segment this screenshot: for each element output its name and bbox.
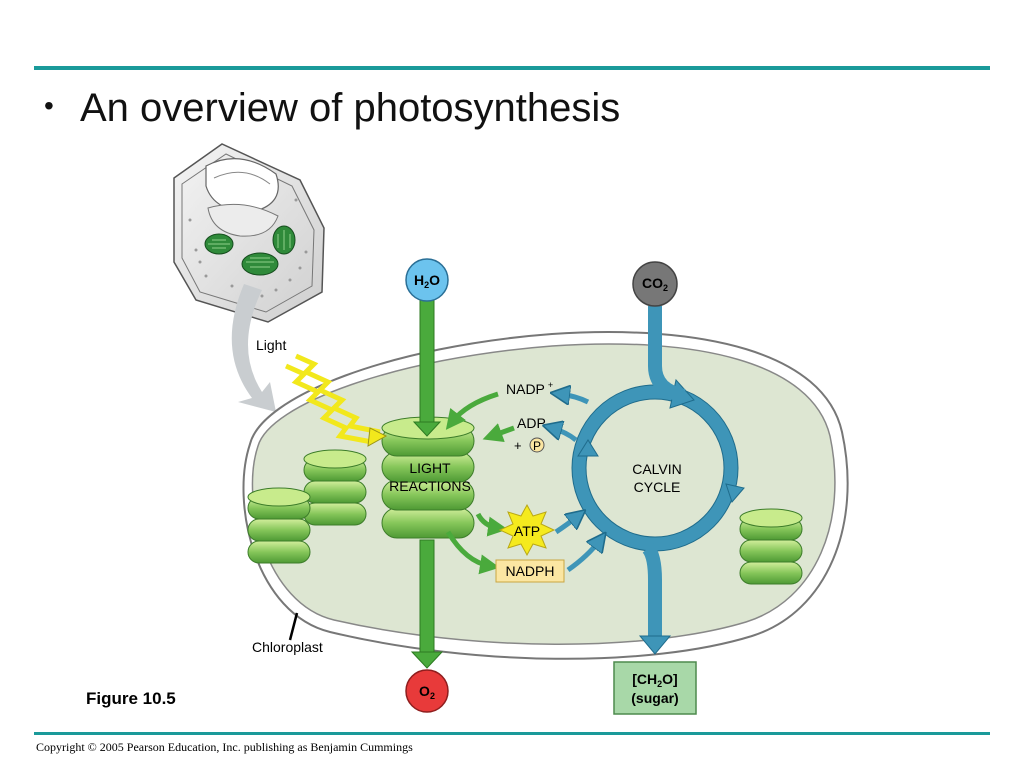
phosphate-circle bbox=[529, 437, 545, 453]
nadp-plus-label: NADP+ bbox=[506, 380, 553, 397]
title-bullet: • bbox=[44, 90, 54, 121]
calvin-to-adp-arrow bbox=[552, 428, 578, 442]
co2-circle bbox=[632, 261, 678, 307]
atp-star bbox=[498, 503, 556, 557]
sugar-formula-label: [CH2O] bbox=[632, 671, 677, 689]
chloroplast-stroma bbox=[251, 343, 836, 645]
adp-to-light-arrow bbox=[482, 423, 515, 442]
slide-title: • An overview of photosynthesis bbox=[44, 86, 620, 131]
h2o-arrowhead bbox=[412, 421, 442, 437]
calvin-cycle-arrowhead-left bbox=[577, 439, 599, 457]
light-to-nadph-arrow bbox=[445, 530, 500, 575]
granum-left-front bbox=[247, 487, 311, 564]
granum-right bbox=[739, 508, 803, 585]
light-reactions-label-line2: REACTIONS bbox=[389, 478, 471, 494]
bottom-rule bbox=[34, 732, 990, 735]
o2-label: O2 bbox=[419, 683, 435, 701]
sugar-output-path bbox=[642, 543, 662, 638]
h2o-circle bbox=[405, 258, 449, 302]
light-to-atp-arrow bbox=[475, 512, 508, 537]
sugar-box bbox=[613, 661, 697, 715]
co2-input-path bbox=[648, 306, 686, 403]
atp-label: ATP bbox=[514, 523, 540, 539]
adp-label: ADP bbox=[517, 415, 546, 431]
sugar-output-arrowhead bbox=[638, 635, 672, 655]
co2-label: CO2 bbox=[642, 275, 668, 293]
figure-label: Figure 10.5 bbox=[86, 689, 176, 708]
calvin-cycle-arrowhead-right bbox=[725, 483, 745, 503]
copyright-notice: Copyright © 2005 Pearson Education, Inc.… bbox=[36, 740, 413, 754]
o2-circle bbox=[405, 669, 449, 713]
chloroplast-pointer-line bbox=[288, 612, 299, 641]
calvin-cycle-label-line2: CYCLE bbox=[634, 479, 681, 495]
calvin-to-nadp-arrow bbox=[560, 394, 590, 402]
o2-arrow-shaft bbox=[419, 539, 435, 655]
o2-arrowhead bbox=[410, 651, 444, 669]
granum-left-back bbox=[303, 449, 367, 526]
calvin-cycle-label-line1: CALVIN bbox=[632, 461, 682, 477]
chloroplast-label: Chloroplast bbox=[252, 639, 323, 655]
nadph-label: NADPH bbox=[505, 563, 554, 579]
light-label: Light bbox=[256, 337, 286, 353]
granum-light-reactions bbox=[381, 416, 475, 539]
h2o-arrow-shaft bbox=[419, 293, 435, 425]
plant-cell-illustration bbox=[173, 143, 325, 323]
nadph-box bbox=[495, 559, 565, 583]
h2o-label: H2O bbox=[414, 272, 440, 290]
phosphate-label: P bbox=[533, 439, 541, 453]
title-text: An overview of photosynthesis bbox=[80, 86, 621, 130]
light-arrowhead bbox=[367, 427, 388, 447]
nadph-to-calvin-arrow bbox=[566, 540, 600, 573]
light-reactions-label-line1: LIGHT bbox=[409, 460, 451, 476]
zoom-arrow bbox=[231, 284, 276, 412]
sugar-name-label: (sugar) bbox=[631, 690, 678, 706]
light-ray-1 bbox=[284, 363, 373, 445]
top-rule bbox=[34, 66, 990, 70]
nadp-to-light-arrow bbox=[445, 391, 499, 430]
calvin-cycle-ring bbox=[572, 385, 738, 551]
plus-sign: + bbox=[514, 438, 522, 453]
light-ray-2 bbox=[294, 353, 381, 435]
atp-to-calvin-arrow bbox=[554, 516, 578, 535]
